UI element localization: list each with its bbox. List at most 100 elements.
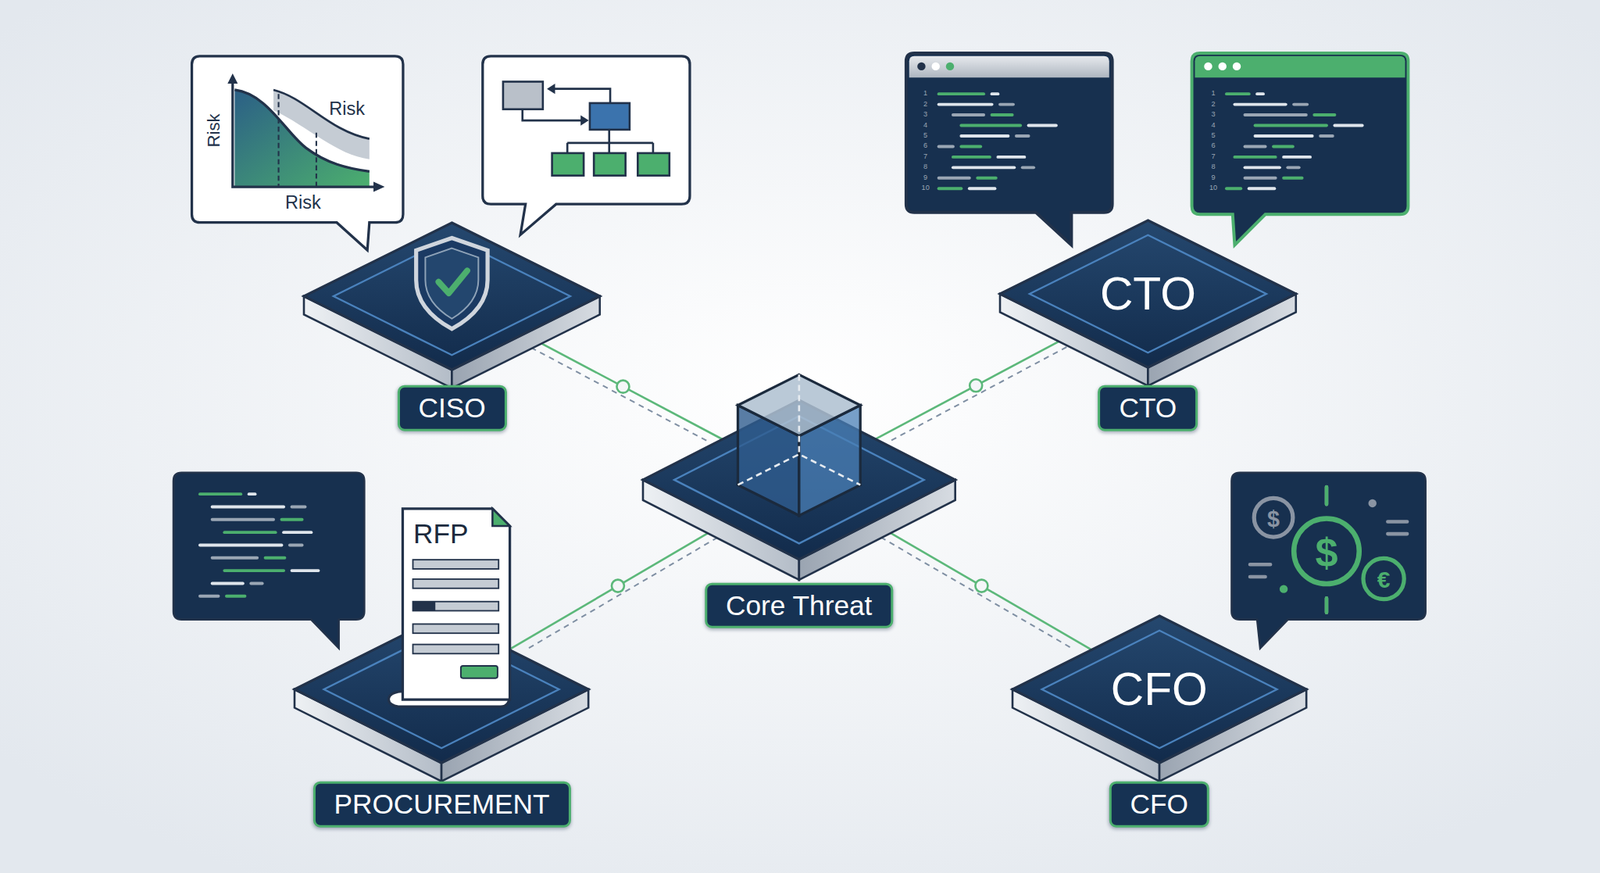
dashed-guide: [526, 537, 718, 650]
platform-shape: [1041, 629, 1277, 747]
doc-icon: [413, 643, 500, 654]
code-lines: [960, 144, 981, 148]
doc-icon: [492, 507, 511, 525]
procurement-code-bubble: [173, 472, 365, 649]
platform-label: PROCUREMENT: [312, 781, 571, 828]
code-lines: [969, 186, 996, 190]
finance-platform: CFOCFO: [1012, 615, 1307, 782]
connector-dot: [616, 380, 629, 393]
doc-icon: [413, 600, 500, 611]
shield-icon: [416, 237, 488, 329]
flowchart-bubble: [580, 115, 589, 126]
flowchart-bubble: [567, 129, 654, 154]
code-lines: [1244, 176, 1275, 180]
platform-label: Core Threat: [704, 582, 893, 629]
code-lines: [224, 568, 284, 572]
code-lines: [212, 505, 284, 509]
code-lines: [977, 176, 997, 180]
code-lines: [212, 517, 274, 522]
line-number: 3: [923, 110, 928, 118]
finance-bubble: [1231, 472, 1425, 649]
platform-title: CTO: [1100, 271, 1197, 318]
platform-title: CFO: [1110, 665, 1208, 712]
flowchart-bubble: [637, 153, 669, 176]
flowchart-bubble: [552, 153, 584, 176]
flowchart-bubble: [593, 153, 625, 176]
code-lines: [1244, 144, 1265, 148]
flowchart-bubble: [482, 56, 690, 236]
cube-icon: [737, 374, 861, 485]
connector-group: [523, 333, 722, 440]
line-number: 4: [923, 121, 928, 129]
procurement-platform: PROCUREMENT: [294, 615, 589, 782]
code-lines: [281, 517, 302, 522]
risk-chart-bubble: [192, 56, 404, 250]
code-lines: [939, 176, 970, 180]
code-lines: [226, 594, 246, 598]
shield-icon: [416, 237, 488, 329]
platform-shape: [303, 222, 600, 389]
flowchart-bubble: [522, 109, 583, 121]
finance-bubble: [1231, 472, 1425, 649]
code-lines: [1022, 165, 1034, 169]
document-title: RFP: [413, 519, 469, 547]
line-number: 9: [1210, 174, 1215, 182]
code-lines: [1234, 155, 1275, 159]
flowchart-bubble: [546, 83, 555, 94]
code-lines: [997, 155, 1025, 159]
connector-line: [523, 333, 722, 440]
doc-icon: [389, 507, 511, 706]
code-lines: [212, 581, 243, 585]
line-number: 2: [923, 100, 928, 108]
doc-icon: [413, 559, 500, 569]
connector-group: [509, 521, 727, 650]
platform-shape: [1000, 220, 1297, 368]
code-bubble: [931, 62, 940, 71]
shield-icon: [439, 270, 468, 293]
dashed-guide: [891, 346, 1069, 441]
code-lines: [1283, 155, 1311, 159]
doc-icon: [413, 578, 500, 589]
connector-line: [875, 332, 1077, 440]
code-lines: [1234, 103, 1286, 107]
flowchart-bubble: [553, 89, 611, 104]
line-number: 1: [923, 90, 928, 98]
line-number: 7: [923, 153, 928, 161]
finance-bubble: [1250, 486, 1408, 613]
code-lines: [1028, 124, 1057, 128]
finance-bubble: [1368, 499, 1377, 508]
code-lines: [939, 144, 954, 148]
code-bubble: [906, 53, 1113, 246]
code-lines: [1016, 134, 1029, 138]
line-number: 8: [923, 164, 928, 172]
code-lines: [292, 505, 306, 509]
line-number: 5: [1210, 132, 1215, 140]
code-lines: [953, 113, 984, 117]
code-lines: [1287, 165, 1299, 169]
dashed-guide: [531, 347, 707, 441]
markup-code-bubble: [1232, 62, 1241, 71]
axis-label: Risk: [285, 193, 322, 213]
code-lines: [992, 92, 999, 96]
currency-symbol: $: [1314, 531, 1338, 572]
cube-icon: [737, 374, 861, 515]
finance-bubble: [1253, 497, 1293, 537]
code-lines: [1226, 186, 1241, 190]
flowchart-bubble: [503, 81, 543, 109]
code-lines: [200, 594, 219, 598]
code-lines: [939, 92, 984, 96]
code-lines: [250, 581, 262, 585]
connector-dot: [969, 378, 983, 392]
code-lines: [249, 492, 256, 496]
risk-chart-bubble: [273, 89, 370, 140]
code-lines: [1334, 124, 1362, 128]
code-lines: [1244, 165, 1279, 169]
code-lines: [1320, 134, 1333, 138]
line-number: 3: [1210, 110, 1215, 118]
code-lines: [953, 155, 990, 159]
platform-label: CFO: [1109, 781, 1210, 828]
markup-code-bubble: [1218, 62, 1227, 71]
code-lines: [200, 543, 282, 547]
line-number: 10: [921, 185, 930, 193]
